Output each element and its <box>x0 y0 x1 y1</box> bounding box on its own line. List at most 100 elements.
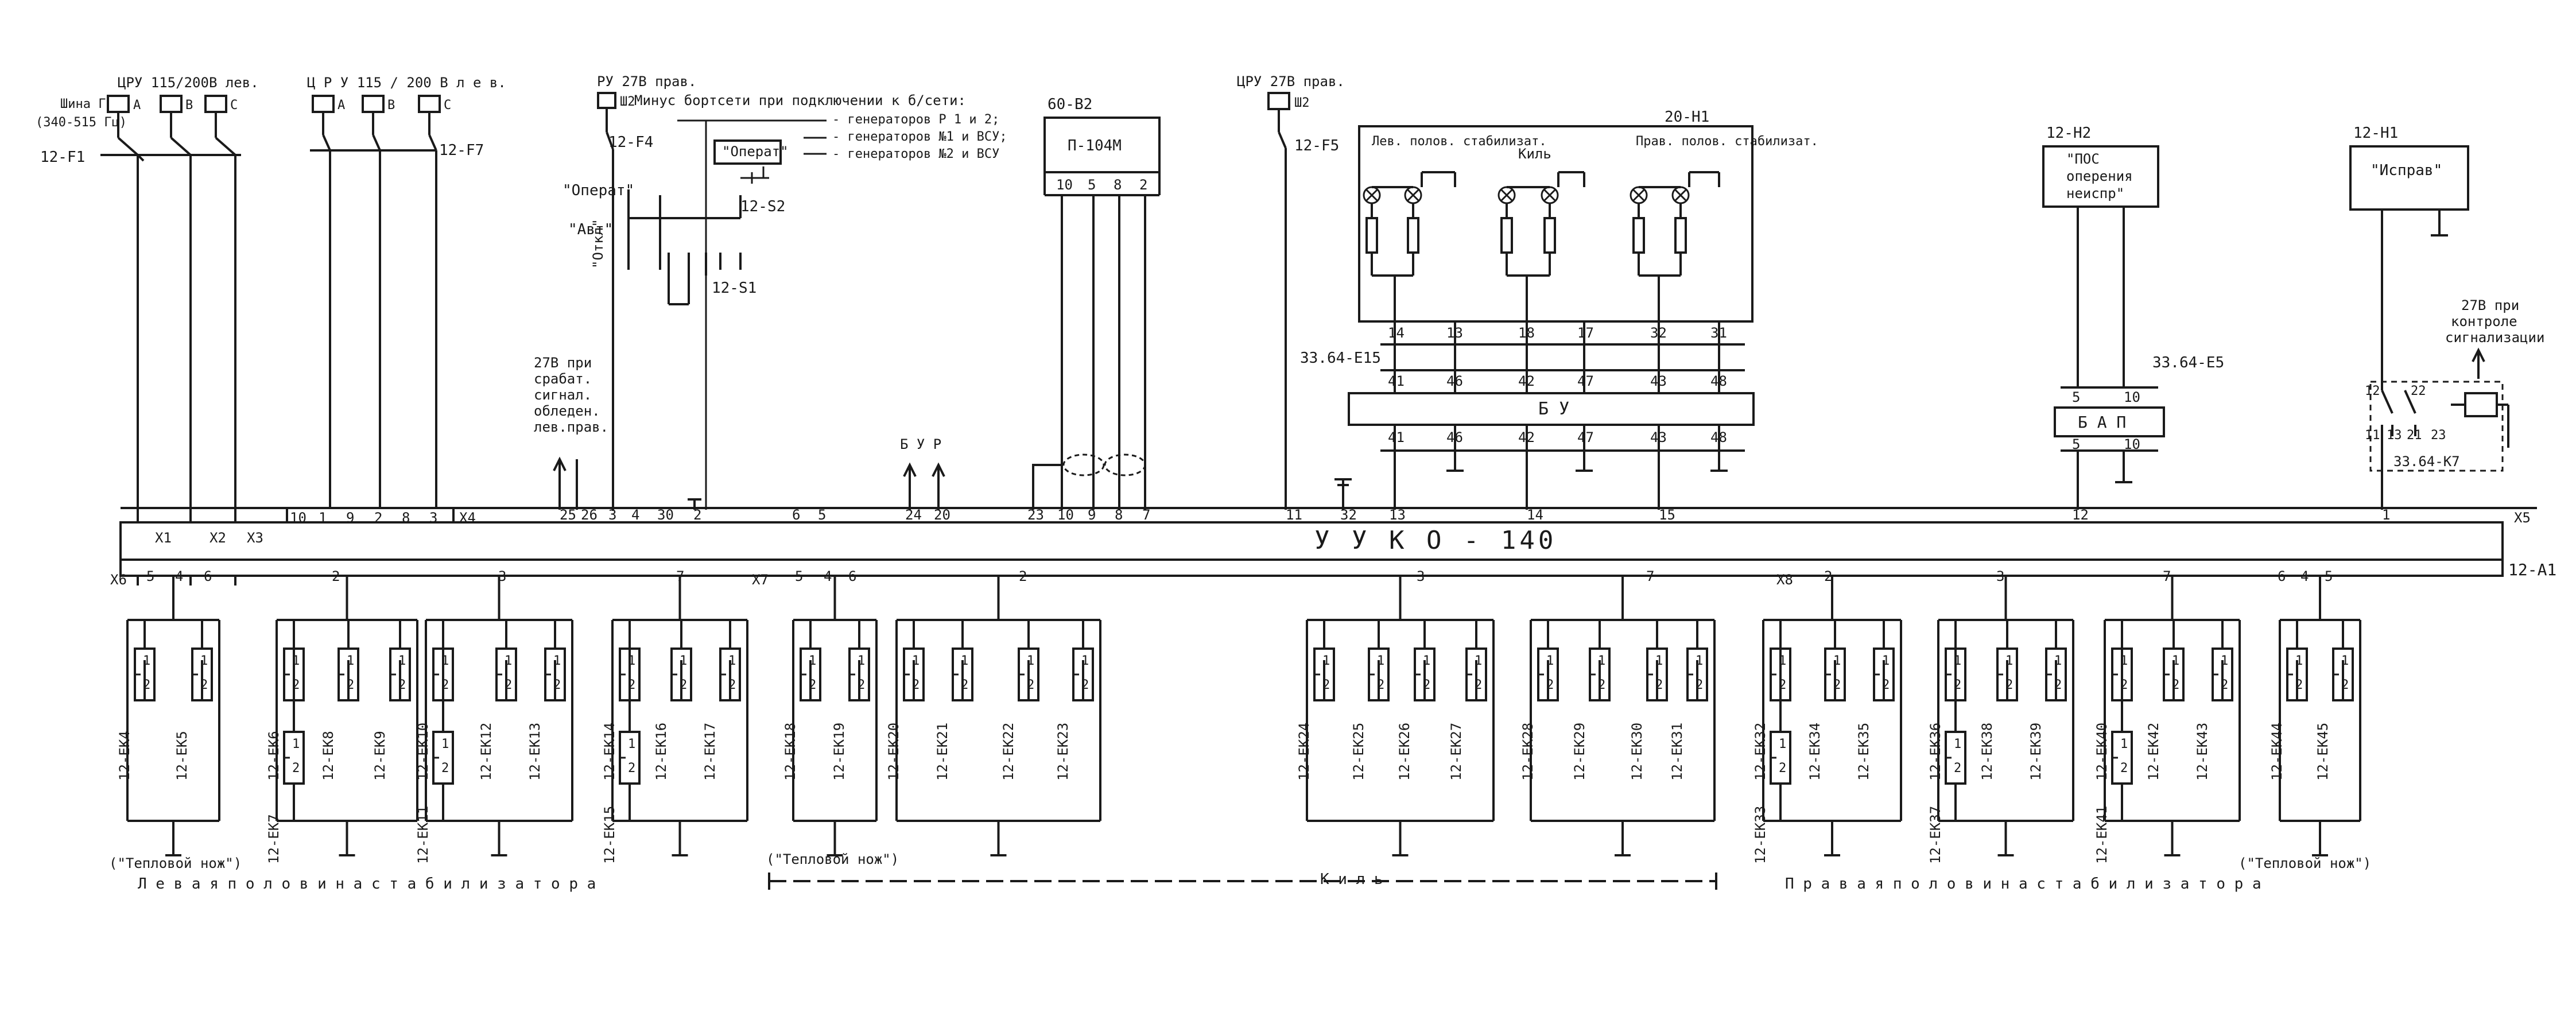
pin: 2 <box>1139 177 1147 193</box>
pin: 30 <box>657 507 674 523</box>
resistor-icon <box>1632 217 1645 254</box>
pin: 26 <box>581 507 598 523</box>
relay-ref: 60-В2 <box>1048 96 1092 113</box>
pin: 8 <box>1115 507 1123 523</box>
heater-label: 12-ЕК33 <box>1752 806 1768 864</box>
supply-left-a: ЦРУ 115/200В лев. Шина Г1 (340-515 Гц) А… <box>36 75 259 586</box>
pin: 47 <box>1577 373 1594 389</box>
heater-pin: 2 <box>441 761 449 776</box>
cru-right-label: ЦРУ 27В прав. <box>1237 73 1345 90</box>
heater-label: 12-ЕК20 <box>886 723 902 781</box>
pin: 11 <box>1286 507 1302 523</box>
phase-label: С <box>444 98 451 113</box>
heater-label: 12-ЕК44 <box>2269 723 2285 781</box>
supply-left-a-bus: Шина Г1 <box>60 97 114 111</box>
ru-bus: Ш2 <box>620 95 635 109</box>
bap-label: Б А П <box>2078 413 2126 432</box>
section-right: П р а в а я п о л о в и н а с т а б и л … <box>1785 875 2261 893</box>
connector-x-label: Х2 <box>210 530 226 546</box>
pin: 25 <box>560 507 576 523</box>
heater-pin: 1 <box>441 737 449 751</box>
lamp-cross <box>1543 188 1557 202</box>
pin: 17 <box>1577 325 1594 341</box>
bap-connector: 33.64-Е5 <box>2152 354 2224 371</box>
pin: 22 <box>2411 384 2426 398</box>
minus-note: Минус бортсети при подключении к б/сети:… <box>634 92 1007 161</box>
heater-pin: 2 <box>2120 761 2128 776</box>
h1-group-label: Лев. полов. стабилизат. <box>1372 134 1547 149</box>
pin: 7 <box>1142 507 1150 523</box>
pin: 9 <box>1088 507 1096 523</box>
h2-text: "ПОС <box>2066 151 2100 167</box>
bu-box <box>1348 392 1755 426</box>
h1-ispr-block: 12-Н1 "Исправ" <box>2349 125 2469 390</box>
heater-label: 12-ЕК14 <box>602 723 618 781</box>
supply-left-b: Ц Р У 115 / 200 В л е в. А В С 12-F7 <box>307 75 506 508</box>
resistor-icon <box>1407 217 1419 254</box>
cru-right: ЦРУ 27В прав. Ш2 12-F5 <box>1237 73 1352 510</box>
pin: 10 <box>2124 389 2140 405</box>
relay-box <box>1043 117 1161 173</box>
lamp-cross <box>1632 188 1646 202</box>
h2-text: неиспр" <box>2066 185 2124 201</box>
note-line: обледен. <box>534 403 600 419</box>
supply-terminal-c <box>204 95 227 113</box>
pin: 1 <box>2382 507 2390 523</box>
heater-label: 12-ЕК16 <box>653 723 669 781</box>
h2-block: 12-Н2 "ПОС оперения неиспр" <box>2042 125 2159 387</box>
pin: 14 <box>1388 325 1405 341</box>
heater-label: 12-ЕК8 <box>320 731 336 781</box>
supply-left-b-label: Ц Р У 115 / 200 В л е в. <box>307 75 506 91</box>
k7-note: 27В при <box>2461 297 2519 313</box>
note-line: лев.прав. <box>534 419 608 435</box>
resistor-icon <box>1543 217 1556 254</box>
minus-note-line: - генераторов Р 1 и 2; <box>832 113 999 127</box>
bu-connector: 33.64-Е15 <box>1300 350 1381 367</box>
otkl-label: "Откл" <box>590 219 606 269</box>
heater-label: 12-ЕК42 <box>2146 723 2162 781</box>
pin: 2 <box>693 507 701 523</box>
phase-label: В <box>185 98 193 113</box>
teplovoi-nozh-mid: ("Тепловой нож") <box>766 851 899 867</box>
connector-x8-name: Х8 <box>1776 572 1793 588</box>
pin: 10 <box>2124 436 2140 452</box>
pin: 3 <box>608 507 616 523</box>
h1-ispr-text: "Исправ" <box>2371 162 2442 179</box>
pin: 6 <box>792 507 800 523</box>
heater-label: 12-ЕК22 <box>1000 723 1017 781</box>
heater-label: 12-ЕК6 <box>266 731 282 781</box>
pin: 10 <box>1057 507 1074 523</box>
oper-box-label: "Операт" <box>722 144 789 160</box>
pin: 13 <box>2387 428 2402 443</box>
pin: 10 <box>1056 177 1073 193</box>
heater-label: 12-ЕК26 <box>1396 723 1413 781</box>
h1-ispr-box <box>2349 145 2469 211</box>
note-line: сигнал. <box>534 387 592 403</box>
heater-label: 12-ЕК35 <box>1856 723 1872 781</box>
heater-label: 12-ЕК23 <box>1055 723 1071 781</box>
heater-label: 12-ЕК18 <box>782 723 798 781</box>
pin: 5 <box>2072 436 2080 452</box>
note-line: 27В при <box>534 355 592 371</box>
note-line: срабат. <box>534 371 592 387</box>
h2-box <box>2042 145 2159 208</box>
main-unit-ref: 12-А1 <box>2508 560 2556 579</box>
heater-label: 12-ЕК45 <box>2315 723 2331 781</box>
heater-label: 12-ЕК30 <box>1629 723 1645 781</box>
